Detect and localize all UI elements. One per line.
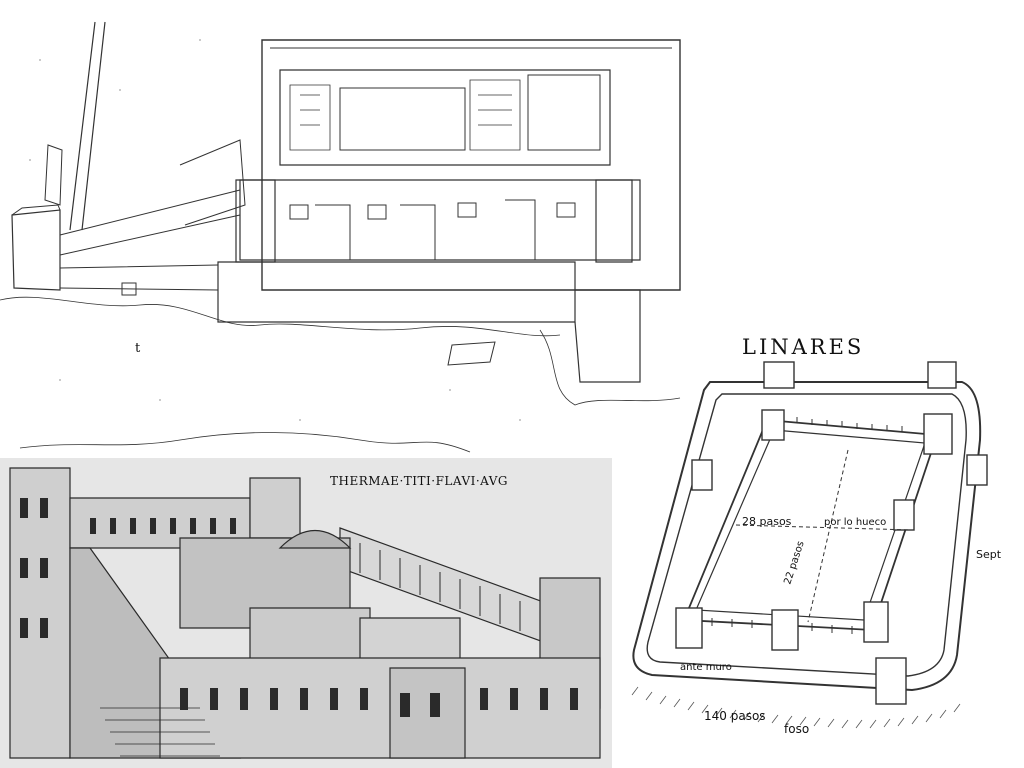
thermae-engraving-panel: THERMAE·TITI·FLAVI·AVG [0,458,612,768]
linares-width-label: 28 pasos [742,515,792,528]
linares-depth-label: 22 pasos [782,540,806,586]
linares-drawing-panel: LINARES 28 pasos por lo hueco 22 pasos S… [612,330,1024,768]
fortress-drawing: t [0,21,681,453]
linares-title: LINARES [742,335,864,359]
fortress-drawing-panel: t [0,0,690,455]
thermae-caption: THERMAE·TITI·FLAVI·AVG [330,474,508,488]
linares-outer-wall-label: ante muro [680,662,732,673]
fortress-marker: t [135,341,141,356]
linares-perimeter-label: 140 pasos [704,709,766,723]
linares-moat-label: foso [784,722,809,736]
linares-drawing: LINARES 28 pasos por lo hueco 22 pasos S… [631,335,1002,736]
linares-side-label: Sept [976,548,1002,561]
thermae-engraving: THERMAE·TITI·FLAVI·AVG [0,458,612,768]
linares-interior-label: por lo hueco [824,517,886,528]
